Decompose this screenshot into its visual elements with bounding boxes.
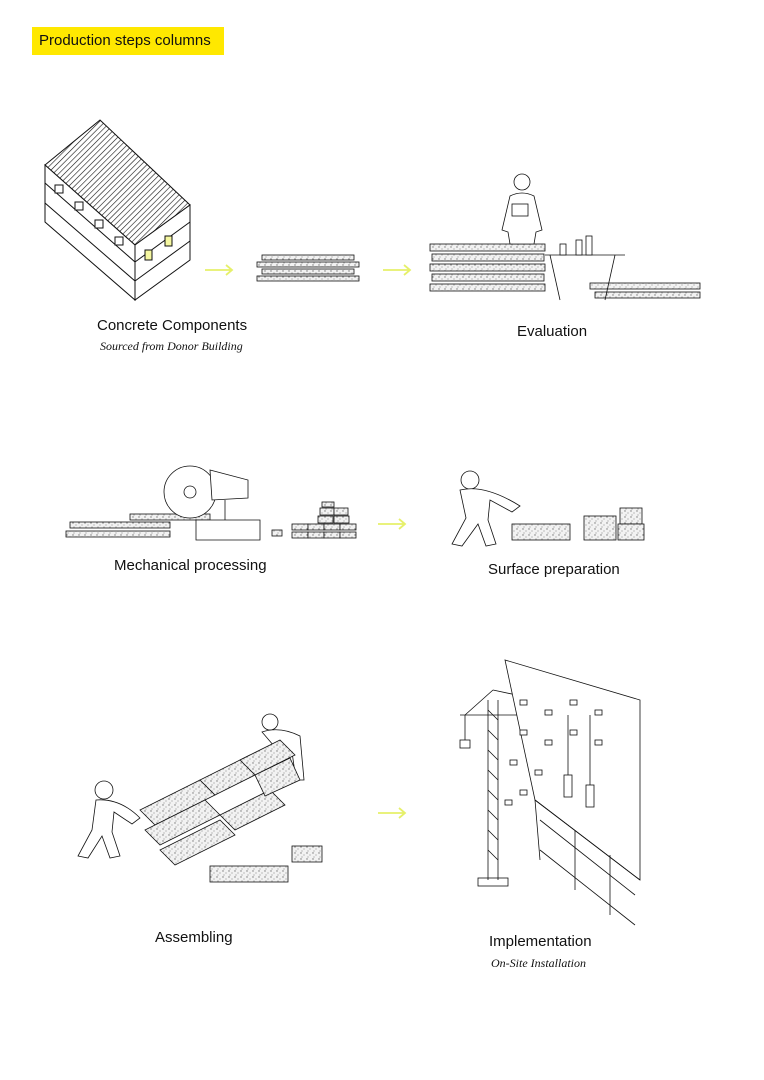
step-label-assembling: Assembling <box>155 929 233 946</box>
mechanical-processing-illustration <box>65 465 357 541</box>
step-label-mechanical-processing: Mechanical processing <box>114 557 267 574</box>
step-sublabel-on-site-installation: On-Site Installation <box>491 956 586 970</box>
surface-preparation-illustration <box>451 470 645 547</box>
slab-stack <box>256 254 360 282</box>
implementation-illustration <box>459 659 641 926</box>
section-title-tag: Production steps columns <box>32 27 224 55</box>
arrow-3 <box>378 518 407 530</box>
flow-arrows <box>205 264 412 819</box>
step-label-concrete-components: Concrete Components <box>97 317 248 334</box>
step-label-evaluation: Evaluation <box>517 323 588 340</box>
donor-building-illustration <box>44 119 191 302</box>
arrow-4 <box>378 807 407 819</box>
step-sublabel-donor-building: Sourced from Donor Building <box>100 339 243 353</box>
arrow-1 <box>205 264 234 276</box>
step-label-implementation: Implementation <box>489 933 592 950</box>
evaluation-illustration <box>429 173 701 301</box>
arrow-2 <box>383 264 412 276</box>
assembling-illustration <box>77 713 323 883</box>
step-label-surface-preparation: Surface preparation <box>488 561 620 578</box>
